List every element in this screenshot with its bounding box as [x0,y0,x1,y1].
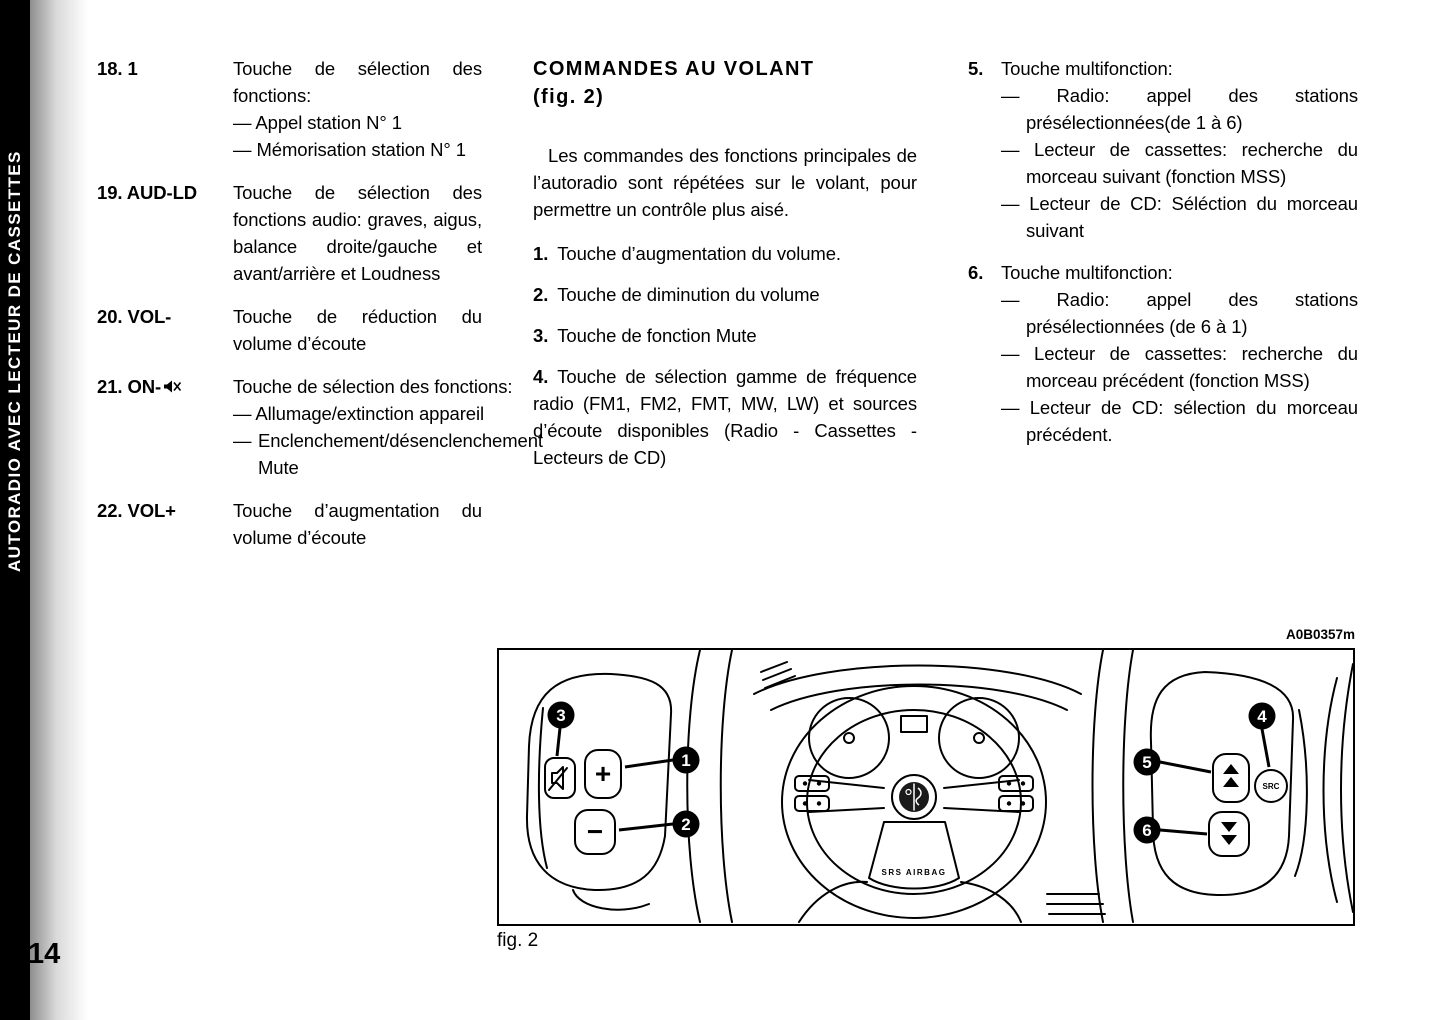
steering-wheel-group [753,661,1106,923]
left-stalk-group [525,650,733,923]
desc-dash: — Radio: appel des stations présélection… [1001,289,1358,337]
column-center: COMMANDES AU VOLANT (fig. 2) Les command… [533,55,917,485]
list-item-18: 18. 1 Touche de sélection des fonctions:… [97,55,482,163]
heading-line2: (fig. 2) [533,86,605,108]
item-description: Touche d’augmentation du volume d’écoute [233,497,482,551]
intro-paragraph: Les commandes des fonctions principales … [533,145,917,220]
list-item-22: 22. VOL+ Touche d’augmentation du volume… [97,497,482,551]
section-heading: COMMANDES AU VOLANT (fig. 2) [533,55,917,111]
desc-dash: — Lecteur de cassettes: recherche du mor… [1001,139,1358,187]
minus-label: − [587,816,603,847]
callout-6: 6 [1133,816,1208,844]
callout-3: 3 [547,701,575,757]
item-number: 2. [533,284,549,305]
column-right: 5. Touche multifonction: — Radio: appel d… [968,55,1358,463]
item-number: 3. [533,325,549,346]
desc-line: Touche de sélection des fonctions: [233,376,513,397]
desc-line: Touche de réduction du volume d’écoute [233,306,482,354]
right-stalk-group [1091,650,1353,923]
item-text: Touche de sélection gamme de fréquence r… [533,366,917,468]
list-item-19: 19. AUD-LD Touche de sélection des fonct… [97,179,482,287]
list-item-2: 2. Touche de diminution du volume [533,281,917,308]
desc-dash: — Mémorisation station N° 1 [233,139,466,160]
side-tab-bar [0,0,30,1020]
list-item-1: 1. Touche d’augmentation du volume. [533,240,917,267]
list-item-3: 3. Touche de fonction Mute [533,322,917,349]
item-text: Touche de diminution du volume [557,284,820,305]
desc-line: Touche d’augmentation du volume d’écoute [233,500,482,548]
desc-dash: — Radio: appel des stations présélection… [1001,85,1358,133]
plus-label: + [595,758,611,789]
desc-dash: — Lecteur de CD: Séléction du morceau su… [1001,193,1358,241]
term-text: 21. ON- [97,376,162,397]
svg-text:4: 4 [1257,707,1267,726]
desc-line: Touche de sélection des fonctions audio:… [233,182,482,284]
desc-dash: — Lecteur de CD: sélection du morceau pr… [1001,397,1358,445]
mute-speaker-icon [164,380,182,393]
item-description: Touche de sélection des fonctions: — App… [233,55,482,163]
svg-text:3: 3 [556,706,565,725]
item-term: 22. VOL+ [97,500,176,521]
item-text: Touche multifonction: [1001,262,1173,283]
srs-airbag-label: SRS AIRBAG [882,868,947,877]
item-description: Touche de sélection des fonctions: — All… [233,373,543,481]
side-gradient [30,0,88,1020]
src-button [1254,769,1288,803]
column-left: 18. 1 Touche de sélection des fonctions:… [97,55,543,567]
svg-text:6: 6 [1142,821,1151,840]
brand-emblem [891,774,937,820]
figure-reference-code: A0B0357m [1285,627,1355,642]
steering-wheel-diagram: + − 3 1 2 [525,650,1353,923]
dash-list: — Radio: appel des stations présélection… [1001,286,1358,448]
item-term: 20. VOL- [97,306,172,327]
figure-caption: fig. 2 [497,930,539,951]
item-number: 5. [968,58,984,79]
callout-5: 5 [1133,748,1212,776]
desc-dash: — Allumage/extinction appareil [233,403,485,424]
page-number: 14 [28,938,61,970]
list-item-4: 4.Touche de sélection gamme de fréquence… [533,363,917,471]
volume-down-button [574,809,616,855]
volume-up-button [584,749,622,799]
item-text: Touche d’augmentation du volume. [557,243,841,264]
desc-dash: — Appel station N° 1 [233,112,402,133]
item-description: Touche de sélection des fonctions audio:… [233,179,482,287]
src-label: SRC [1263,782,1280,791]
left-spoke-buttons [794,775,830,792]
right-spoke-buttons [998,775,1034,792]
mute-button [544,757,576,799]
item-number: 1. [533,243,549,264]
item-number: 6. [968,262,984,283]
svg-text:1: 1 [681,751,690,770]
item-term: 19. AUD-LD [97,182,198,203]
spoke-button-dots [802,781,1026,806]
item-term: 21. ON- [97,373,233,481]
list-item-21: 21. ON- Touche de sélection des fonction… [97,373,543,481]
seek-up-button [1212,753,1250,803]
item-number: 4. [533,366,549,387]
item-term: 18. 1 [97,58,138,79]
dash-list: — Radio: appel des stations présélection… [1001,82,1358,244]
callout-2: 2 [618,810,700,838]
svg-text:5: 5 [1142,753,1151,772]
svg-text:2: 2 [681,815,690,834]
seek-down-button [1208,811,1250,857]
item-head: 5. Touche multifonction: [968,55,1358,82]
desc-dash: — Enclenchement/désenclenchement Mute [233,430,543,478]
figure-frame: + − 3 1 2 [497,648,1355,926]
seek-button-glyphs [1221,764,1239,845]
item-text: Touche multifonction: [1001,58,1173,79]
desc-line: Touche de sélection des fonctions: [233,58,482,106]
item-description: Touche de réduction du volume d’écoute [233,303,482,357]
callout-4: 4 [1248,702,1276,768]
list-item-20: 20. VOL- Touche de réduction du volume d… [97,303,482,357]
list-item-5: 5. Touche multifonction: — Radio: appel d… [968,55,1358,244]
callout-1: 1 [624,746,700,774]
section-title-vertical: AUTORADIO AVEC LECTEUR DE CASSETTES [5,150,24,572]
heading-line1: COMMANDES AU VOLANT [533,58,815,80]
list-item-6: 6. Touche multifonction: — Radio: appel d… [968,259,1358,448]
item-text: Touche de fonction Mute [557,325,757,346]
item-head: 6. Touche multifonction: [968,259,1358,286]
desc-dash: — Lecteur de cassettes: recherche du mor… [1001,343,1358,391]
